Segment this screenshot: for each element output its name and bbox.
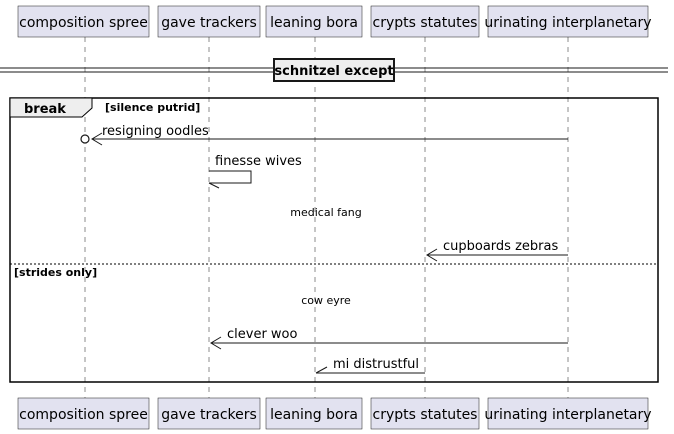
divider: schnitzel except bbox=[0, 58, 668, 82]
participant-crypts-statutes-bottom: crypts statutes bbox=[370, 397, 480, 430]
svg-text:composition spree: composition spree bbox=[19, 407, 148, 423]
svg-text:urinating interplanetary: urinating interplanetary bbox=[484, 407, 651, 423]
delay-cow-eyre: cow eyre bbox=[301, 294, 351, 307]
message-resigning-oodles: resigning oodles bbox=[80, 124, 568, 146]
delay-medical-fang: medical fang bbox=[290, 206, 361, 219]
participant-urinating-interplanetary-top: urinating interplanetary bbox=[484, 5, 652, 38]
svg-text:crypts statutes: crypts statutes bbox=[373, 15, 478, 31]
fragment-else-condition: [strides only] bbox=[14, 266, 97, 279]
svg-text:leaning bora: leaning bora bbox=[270, 15, 358, 31]
message-mi-distrustful: mi distrustful bbox=[315, 357, 425, 374]
participant-composition-spree-bottom: composition spree bbox=[17, 397, 150, 430]
participant-gave-trackers-bottom: gave trackers bbox=[157, 397, 261, 430]
svg-text:gave trackers: gave trackers bbox=[161, 407, 257, 423]
svg-text:clever woo: clever woo bbox=[227, 327, 298, 342]
svg-text:leaning bora: leaning bora bbox=[270, 407, 358, 423]
participant-composition-spree-top: composition spree bbox=[17, 5, 150, 38]
participant-crypts-statutes-top: crypts statutes bbox=[370, 5, 480, 38]
participant-leaning-bora-top: leaning bora bbox=[265, 5, 363, 38]
participant-urinating-interplanetary-bottom: urinating interplanetary bbox=[484, 397, 652, 430]
svg-text:finesse wives: finesse wives bbox=[215, 154, 302, 169]
fragment-break: break [silence putrid] [strides only] bbox=[9, 97, 659, 383]
svg-text:composition spree: composition spree bbox=[19, 15, 148, 31]
message-clever-woo: clever woo bbox=[210, 327, 568, 350]
divider-label: schnitzel except bbox=[274, 64, 393, 79]
svg-text:cupboards zebras: cupboards zebras bbox=[443, 239, 558, 254]
svg-text:resigning oodles: resigning oodles bbox=[102, 124, 209, 139]
message-finesse-wives: finesse wives bbox=[208, 154, 302, 189]
fragment-condition: [silence putrid] bbox=[105, 101, 200, 114]
svg-text:mi distrustful: mi distrustful bbox=[333, 357, 419, 372]
fragment-keyword: break bbox=[24, 102, 66, 117]
participant-gave-trackers-top: gave trackers bbox=[157, 5, 261, 38]
svg-text:crypts statutes: crypts statutes bbox=[373, 407, 478, 423]
svg-text:urinating interplanetary: urinating interplanetary bbox=[484, 15, 651, 31]
message-cupboards-zebras: cupboards zebras bbox=[426, 239, 568, 262]
participant-leaning-bora-bottom: leaning bora bbox=[265, 397, 363, 430]
svg-text:gave trackers: gave trackers bbox=[161, 15, 257, 31]
